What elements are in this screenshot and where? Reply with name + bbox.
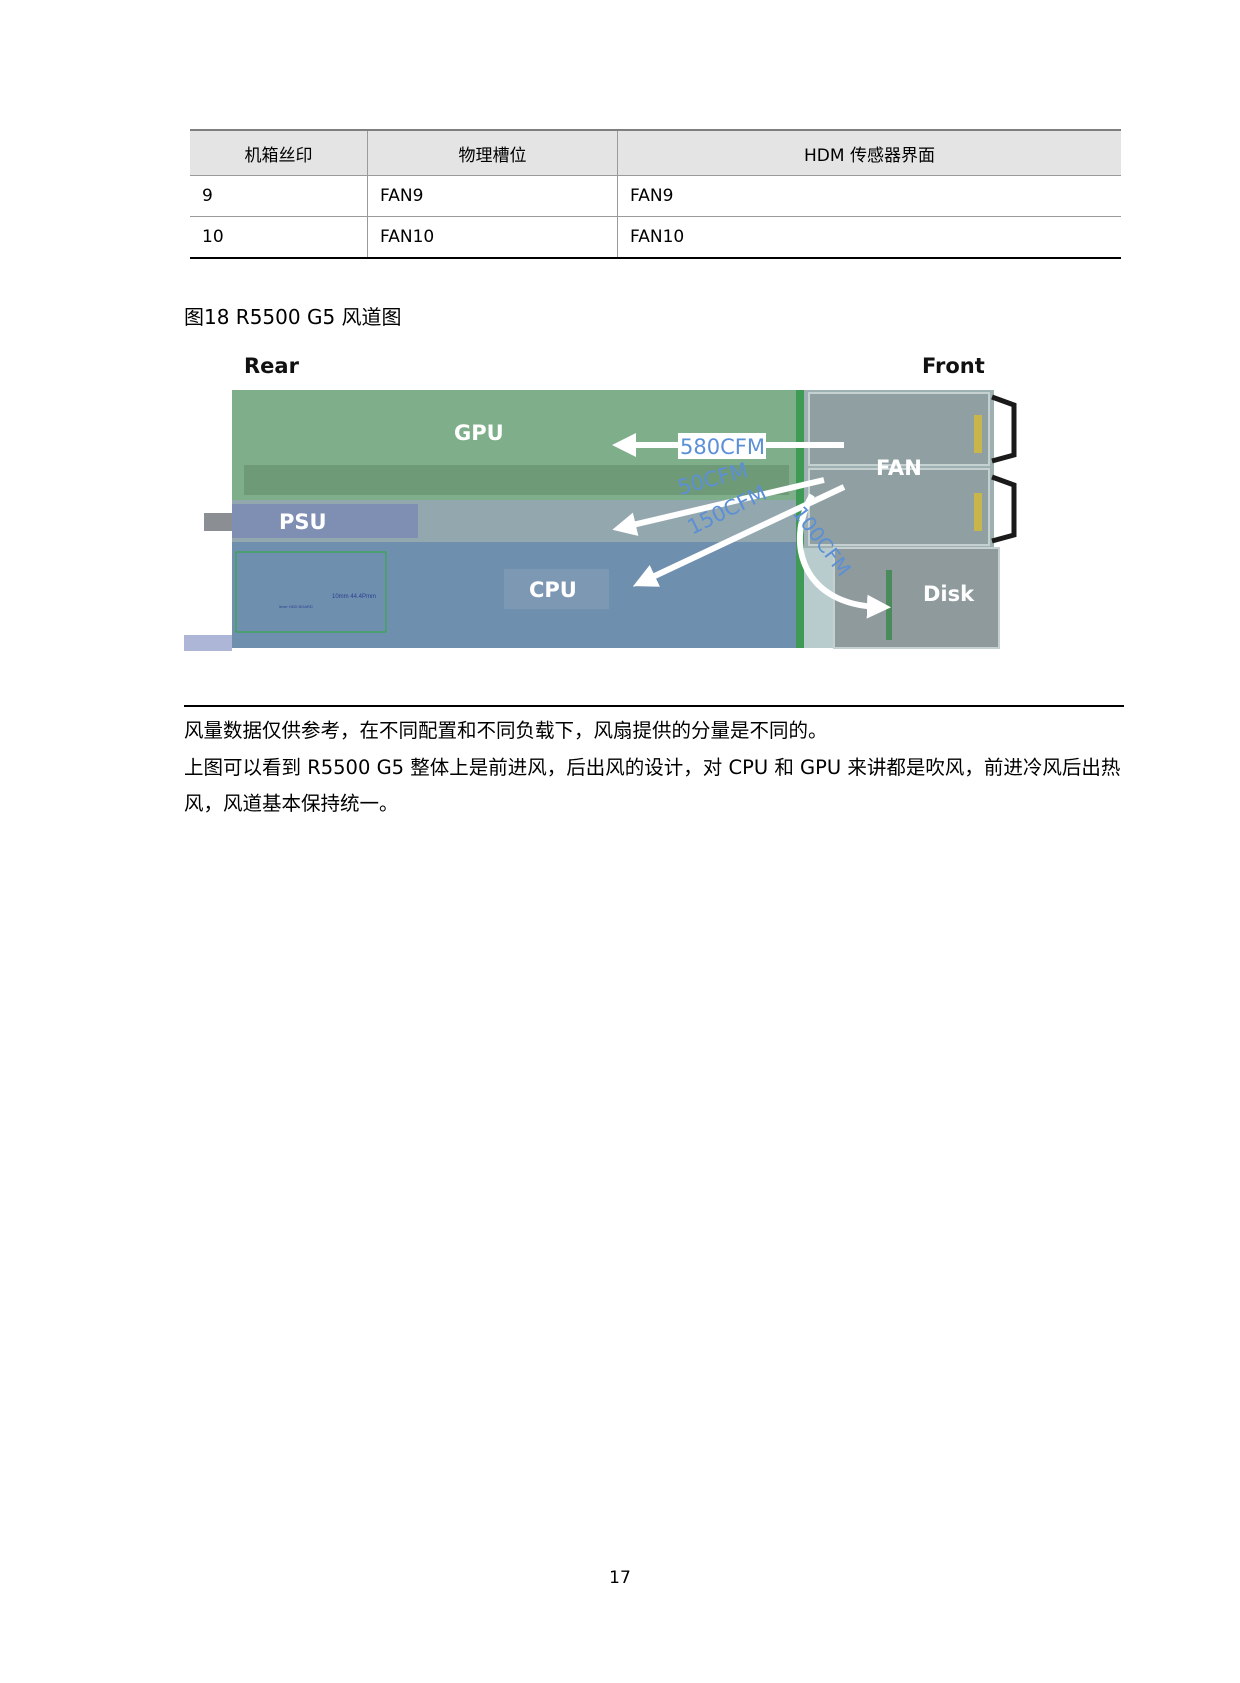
fan-module: [808, 392, 990, 466]
table-cell: 9: [190, 175, 368, 217]
board-connector: [184, 635, 232, 651]
flow-label-box: [678, 433, 766, 459]
column-header: 机箱丝印: [190, 129, 368, 176]
disk-airflow-arrow: [796, 493, 891, 619]
psu-airflow-arrow: [612, 477, 825, 536]
psu-label: PSU: [279, 510, 327, 534]
pcb-outline: [235, 551, 387, 633]
fan-latch: [974, 415, 982, 453]
note-text: 风量数据仅供参考，在不同配置和不同负载下，风扇提供的分量是不同的。: [184, 719, 828, 742]
column-header: HDM 传感器界面: [617, 129, 1121, 176]
psu-module: [232, 504, 418, 538]
rear-label: Rear: [244, 354, 300, 378]
airflow-diagram: 10mm 44.4Pmm lever HDD BOARD Rear Front …: [184, 354, 1017, 651]
table-cell: 10: [190, 216, 368, 259]
table-cell: FAN10: [617, 216, 1121, 259]
table-cell: FAN9: [367, 175, 618, 217]
psu-plug: [204, 513, 232, 531]
disk-connector: [886, 570, 892, 640]
note-rule: [184, 705, 1124, 707]
gpu-flow-label: 580CFM: [680, 435, 765, 459]
front-label: Front: [922, 354, 985, 378]
body-paragraph: 上图可以看到 R5500 G5 整体上是前进风，后出风的设计，对 CPU 和 G…: [184, 756, 1121, 815]
pcb-text: lever HDD BOARD: [279, 604, 313, 609]
fan-handle: [991, 394, 1017, 464]
fan-label: FAN: [876, 456, 922, 480]
gpu-card-block: [244, 465, 789, 495]
disk-label: Disk: [923, 582, 975, 606]
table-cell: FAN9: [617, 175, 1121, 217]
pcb-text: 10mm 44.4Pmm: [332, 594, 376, 600]
fan-module: [808, 468, 990, 546]
table-row: 10 FAN10 FAN10: [190, 216, 1121, 259]
page-number: 17: [609, 1568, 631, 1588]
disk-zone: [833, 547, 1000, 649]
column-header: 物理槽位: [367, 129, 618, 176]
figure-caption: 图18 R5500 G5 风道图: [184, 305, 402, 329]
table-row: 9 FAN9 FAN9: [190, 175, 1121, 217]
cpu-label: CPU: [529, 578, 577, 602]
fan-latch: [974, 493, 982, 531]
table-header-row: 机箱丝印 物理槽位 HDM 传感器界面: [190, 129, 1121, 176]
table-cell: FAN10: [367, 216, 618, 259]
gpu-label: GPU: [454, 421, 504, 445]
cpu-block: [504, 569, 609, 609]
fan-slot-table: 机箱丝印 物理槽位 HDM 传感器界面 9 FAN9 FAN9 10 FAN10…: [190, 129, 1121, 259]
fan-handle: [991, 474, 1017, 544]
